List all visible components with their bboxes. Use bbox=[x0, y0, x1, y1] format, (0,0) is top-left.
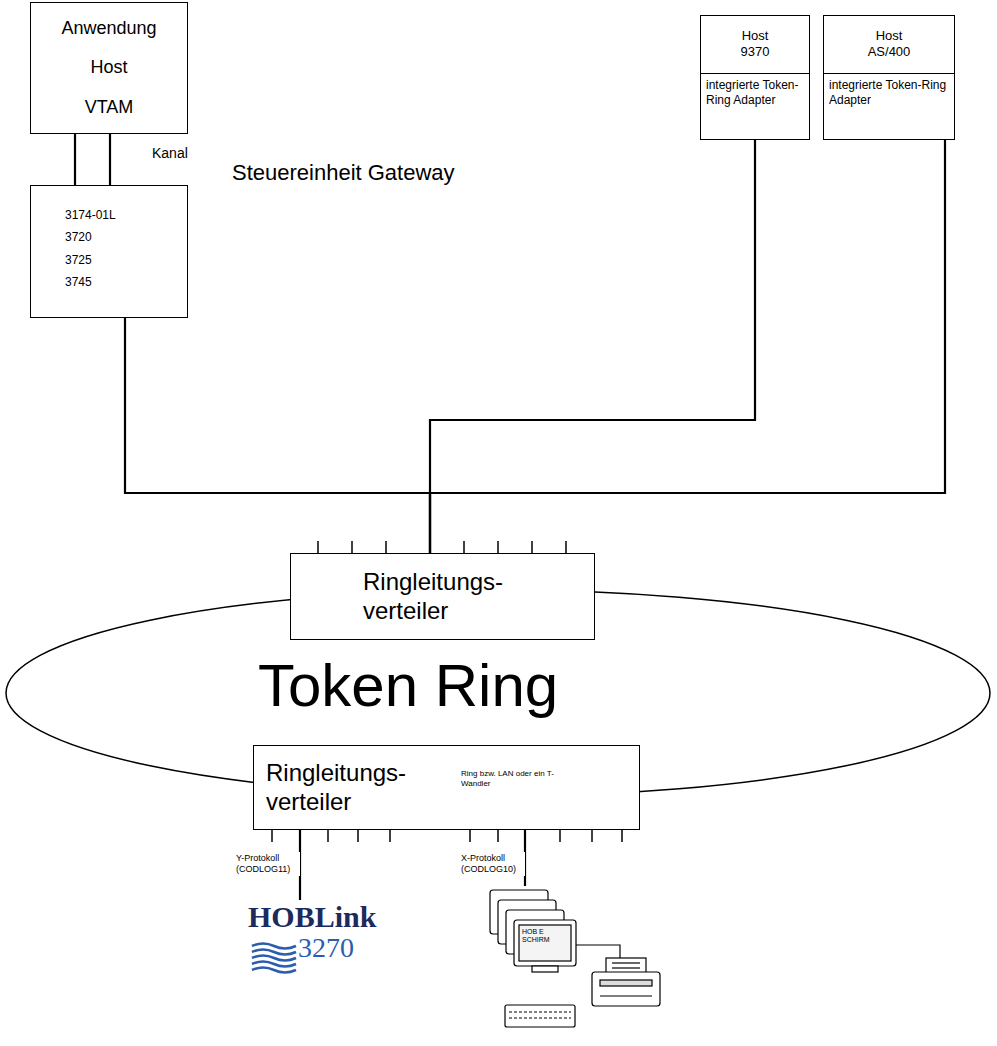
connector bbox=[75, 134, 110, 185]
network-name: Token Ring bbox=[258, 650, 558, 722]
node-text: Ringleitungs- verteiler bbox=[266, 759, 441, 817]
node-text: HOB E SCHIRM bbox=[522, 928, 562, 944]
node-text: Ring bzw. LAN oder ein T-Wandler bbox=[461, 769, 581, 788]
connector bbox=[430, 140, 945, 553]
connector-line bbox=[430, 140, 755, 553]
node-text: integrierte Token-Ring Adapter bbox=[824, 73, 954, 113]
edge-label: Y-Protokoll (CODLOG11) bbox=[234, 852, 300, 876]
printer-figure bbox=[592, 958, 660, 1006]
host-box: AnwendungHostVTAM bbox=[30, 2, 188, 134]
edge-label: Kanal bbox=[150, 144, 190, 163]
node-text: 3745 bbox=[65, 275, 181, 289]
node-text: 3725 bbox=[65, 253, 181, 267]
connector-line bbox=[74, 134, 76, 185]
connector-line bbox=[125, 318, 430, 553]
node-text: 3270 bbox=[298, 933, 354, 964]
node-text: Host 9370 bbox=[732, 16, 778, 73]
connector-line bbox=[430, 140, 945, 553]
hub-box: Ringleitungs- verteiler Ring bzw. LAN ode… bbox=[253, 745, 640, 830]
node-text: Ringleitungs- verteiler bbox=[363, 568, 538, 626]
logo-stripes bbox=[252, 944, 296, 973]
node-text: Anwendung bbox=[61, 18, 156, 40]
connector bbox=[430, 140, 755, 553]
node-text: Host bbox=[90, 57, 127, 79]
node-text: 3174-01L bbox=[65, 208, 181, 222]
product-logo: HOBLink3270 bbox=[248, 900, 380, 980]
host-box: Host 9370integrierte Token-Ring Adapter bbox=[700, 15, 810, 140]
connector-line bbox=[109, 134, 111, 185]
terminal-node: HOB E SCHIRM bbox=[486, 886, 582, 1004]
node-text: VTAM bbox=[85, 97, 134, 119]
node-text: Host AS/400 bbox=[866, 16, 912, 73]
node-text: HOBLink bbox=[248, 900, 376, 933]
node-text: 3720 bbox=[65, 230, 181, 244]
section-label: Steuereinheit Gateway bbox=[232, 160, 455, 186]
controller-box: 3174-01L 3720 3725 3745 bbox=[30, 185, 188, 318]
connector bbox=[125, 318, 430, 553]
node-text: integrierte Token-Ring Adapter bbox=[701, 73, 809, 113]
hub-box: Ringleitungs- verteiler bbox=[290, 553, 595, 640]
host-box: Host AS/400integrierte Token-Ring Adapte… bbox=[823, 15, 955, 140]
edge-label: X-Protokoll (CODLOG10) bbox=[459, 852, 525, 876]
